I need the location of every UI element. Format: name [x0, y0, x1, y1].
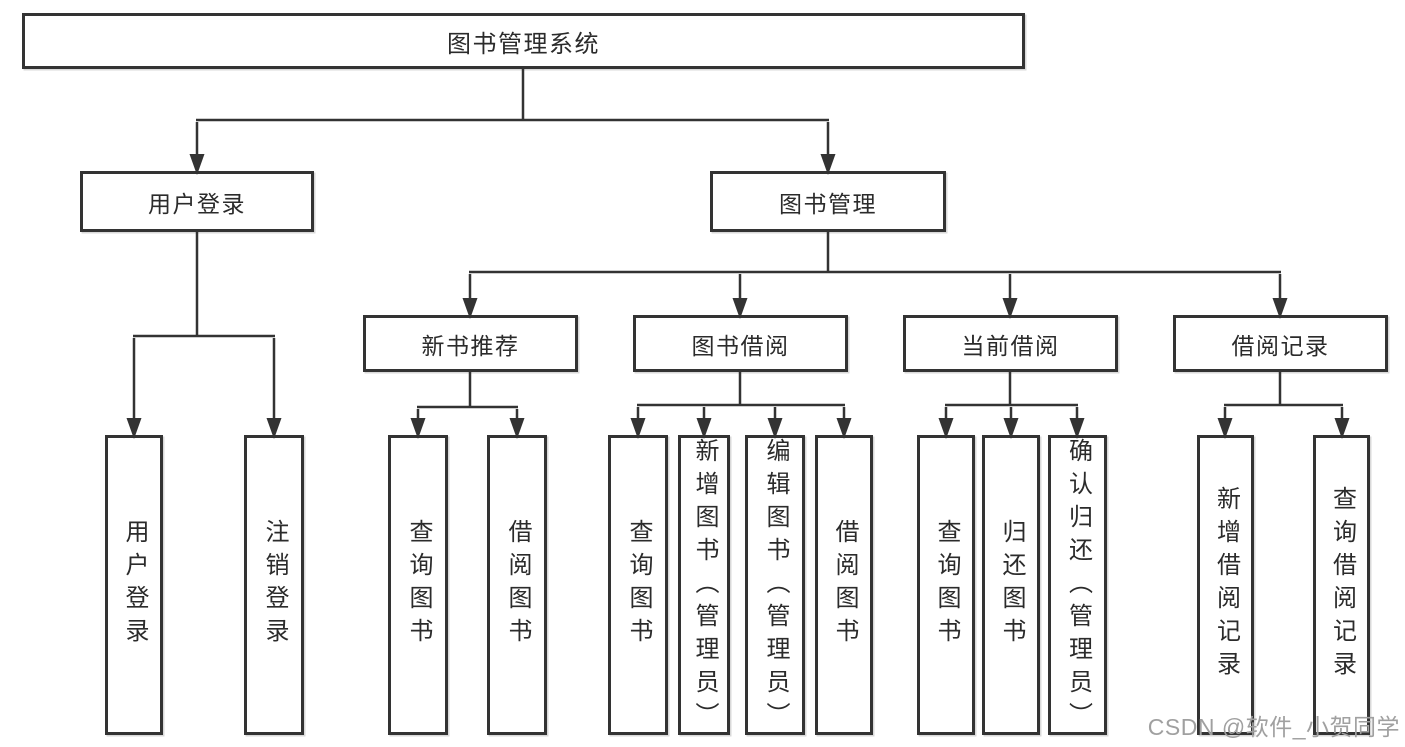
node-leaf-current-query-books: 查询图书	[917, 435, 975, 735]
node-leaf-current-return-books: 归还图书	[982, 435, 1040, 735]
node-current-borrowing: 当前借阅	[903, 315, 1118, 372]
node-leaf-current-confirm-return-admin: 确认归还（管理员）	[1048, 435, 1107, 735]
node-leaf-recommend-query-books: 查询图书	[388, 435, 448, 735]
node-library-system: 图书管理系统	[22, 13, 1025, 69]
node-new-book-recommend: 新书推荐	[363, 315, 578, 372]
node-borrowing-records: 借阅记录	[1173, 315, 1388, 372]
node-book-management: 图书管理	[710, 171, 946, 232]
node-leaf-logout: 注销登录	[244, 435, 304, 735]
node-leaf-borrowing-add-books-admin: 新增图书（管理员）	[678, 435, 730, 735]
node-leaf-recommend-borrow-books: 借阅图书	[487, 435, 547, 735]
node-leaf-records-query-record: 查询借阅记录	[1313, 435, 1370, 735]
node-leaf-borrowing-query-books: 查询图书	[608, 435, 668, 735]
node-leaf-user-login: 用户登录	[105, 435, 163, 735]
node-user-login: 用户登录	[80, 171, 314, 232]
node-leaf-borrowing-edit-books-admin: 编辑图书（管理员）	[745, 435, 805, 735]
node-leaf-borrowing-borrow-books: 借阅图书	[815, 435, 873, 735]
watermark-text: CSDN @软件_小贺同学	[1147, 714, 1400, 740]
node-leaf-records-add-record: 新增借阅记录	[1197, 435, 1254, 735]
node-book-borrowing: 图书借阅	[633, 315, 848, 372]
